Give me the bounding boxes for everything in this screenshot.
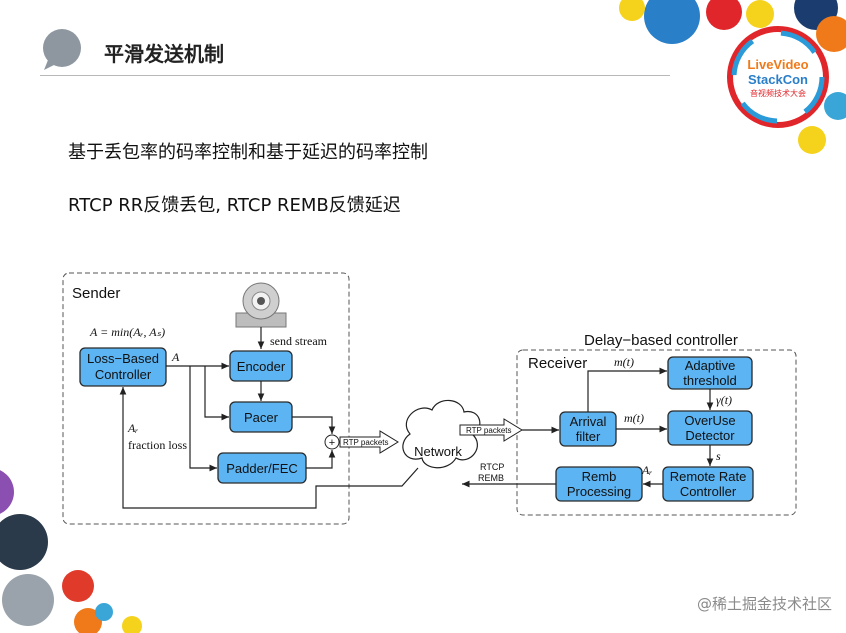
delay-controller-box xyxy=(516,349,797,516)
svg-text:Padder/FEC: Padder/FEC xyxy=(226,461,298,476)
logo-line1: LiveVideo xyxy=(747,57,808,72)
mt-mid-label: m(t) xyxy=(624,411,644,425)
deco-circle xyxy=(644,0,700,44)
padder-fec-block: Padder/FEC xyxy=(217,452,307,484)
deco-circle xyxy=(2,574,54,626)
svg-text:OverUse: OverUse xyxy=(684,413,735,428)
svg-text:Adaptive: Adaptive xyxy=(685,358,736,373)
sum-symbol: + xyxy=(329,437,335,449)
svg-text:Remb: Remb xyxy=(582,469,617,484)
slide-title: 平滑发送机制 xyxy=(104,42,224,66)
deco-circle xyxy=(746,0,774,28)
svg-text:Detector: Detector xyxy=(685,428,735,443)
title-bubble xyxy=(43,29,81,67)
deco-circle xyxy=(74,608,102,633)
loss-based-controller-block: Loss−Based Controller xyxy=(79,347,167,387)
svg-text:Remote Rate: Remote Rate xyxy=(670,469,747,484)
network-label: Network xyxy=(414,444,462,459)
deco-circle xyxy=(706,0,742,30)
fraction-loss-label: fraction loss xyxy=(128,438,187,452)
adaptive-threshold-block: Adaptive threshold xyxy=(667,356,753,390)
watermark: @稀土掘金技术社区 xyxy=(696,595,832,613)
conference-logo: LiveVideo StackCon 音视频技术大会 xyxy=(727,26,829,128)
ar-right-label: Aᵣ xyxy=(641,463,652,477)
title-divider xyxy=(40,75,670,76)
arrival-filter-block: Arrival filter xyxy=(559,411,617,447)
sender-box xyxy=(62,272,350,525)
svg-text:threshold: threshold xyxy=(683,373,736,388)
remote-rate-controller-block: Remote Rate Controller xyxy=(662,466,754,502)
svg-text:filter: filter xyxy=(576,429,601,444)
logo-line2: StackCon xyxy=(748,72,808,87)
deco-circle xyxy=(619,0,645,21)
rtp-packets-left-label: RTP packets xyxy=(343,438,389,447)
deco-circle xyxy=(0,470,14,514)
send-stream-label: send stream xyxy=(270,334,328,348)
deco-circle xyxy=(0,514,48,570)
svg-text:Controller: Controller xyxy=(95,367,152,382)
body-text-line-2: RTCP RR反馈丢包, RTCP REMB反馈延迟 xyxy=(68,195,401,216)
remb-label: REMB xyxy=(478,473,504,483)
ar-label: Aᵣ xyxy=(127,421,138,435)
gamma-label: γ(t) xyxy=(716,393,732,407)
deco-circle xyxy=(798,126,826,154)
sender-label: Sender xyxy=(72,285,120,302)
deco-circle xyxy=(816,16,846,52)
svg-text:Loss−Based: Loss−Based xyxy=(87,351,159,366)
svg-text:Pacer: Pacer xyxy=(244,410,279,425)
min-formula: A = min(Aᵣ, Aₛ) xyxy=(89,325,165,339)
remb-processing-block: Remb Processing xyxy=(555,466,643,502)
pacer-block: Pacer xyxy=(229,401,293,433)
sum-node xyxy=(324,434,340,450)
delay-controller-label: Delay−based controller xyxy=(584,332,738,349)
svg-text:Processing: Processing xyxy=(567,484,631,499)
deco-circle xyxy=(824,92,846,120)
svg-text:Encoder: Encoder xyxy=(237,359,286,374)
body-text-line-1: 基于丢包率的码率控制和基于延迟的码率控制 xyxy=(68,142,428,163)
a-label: A xyxy=(171,350,180,364)
s-label: s xyxy=(716,449,721,463)
encoder-block: Encoder xyxy=(229,350,293,382)
receiver-label: Receiver xyxy=(528,355,587,372)
rtp-packets-arrow-right xyxy=(459,418,523,442)
rtp-packets-right-label: RTP packets xyxy=(466,426,512,435)
deco-circle xyxy=(95,603,113,621)
svg-text:Controller: Controller xyxy=(680,484,737,499)
logo-line3: 音视频技术大会 xyxy=(750,88,806,98)
mt-top-label: m(t) xyxy=(614,355,634,369)
deco-circle xyxy=(62,570,94,602)
overuse-detector-block: OverUse Detector xyxy=(667,410,753,446)
rtp-packets-arrow-left xyxy=(339,430,399,454)
camera-icon xyxy=(235,282,287,328)
deco-circle xyxy=(122,616,142,633)
svg-text:Arrival: Arrival xyxy=(570,414,607,429)
rtcp-label: RTCP xyxy=(480,462,504,472)
